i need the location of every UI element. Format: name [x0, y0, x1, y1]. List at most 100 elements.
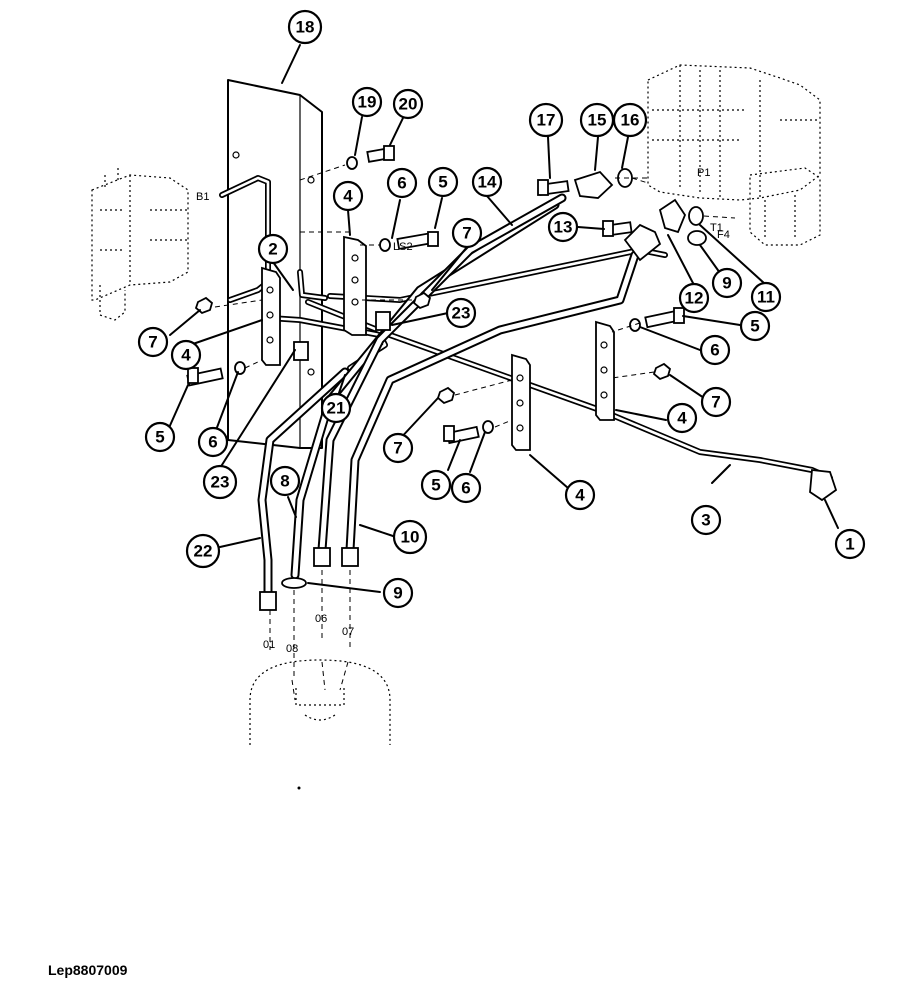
- bolt-5-upper: [396, 231, 439, 250]
- svg-text:16: 16: [621, 111, 640, 130]
- callout-5-right: 5: [739, 310, 771, 342]
- callout-6-lower: 6: [450, 472, 482, 504]
- svg-text:17: 17: [537, 111, 556, 130]
- washer-6-right: [629, 318, 641, 332]
- pipe-2: [297, 269, 328, 301]
- control-valve-block: [647, 64, 821, 246]
- bolt-13: [602, 220, 633, 237]
- hose-14: [317, 193, 567, 555]
- svg-text:23: 23: [452, 304, 471, 323]
- callout-21: 21: [320, 392, 352, 424]
- nut-7-lower: [436, 386, 456, 405]
- bottom-tank: [249, 659, 391, 745]
- svg-text:5: 5: [155, 428, 164, 447]
- port-label-b1: B1: [196, 191, 209, 203]
- bolt-5-lower: [443, 425, 480, 445]
- callout-3: 3: [690, 504, 722, 536]
- assembly-lines: [214, 164, 736, 701]
- svg-text:5: 5: [431, 476, 440, 495]
- callout-11: 11: [750, 281, 782, 313]
- callout-23-top: 23: [445, 297, 477, 329]
- svg-text:2: 2: [268, 240, 277, 259]
- svg-text:20: 20: [399, 95, 418, 114]
- callout-7-left: 7: [137, 326, 169, 358]
- washer-6-upper: [379, 238, 391, 252]
- svg-text:9: 9: [722, 274, 731, 293]
- callout-1: 1: [834, 528, 866, 560]
- o-ring-11: [688, 206, 704, 226]
- svg-text:6: 6: [397, 174, 406, 193]
- callout-9-lower: 9: [382, 577, 414, 609]
- callout-13: 13: [547, 211, 579, 243]
- leader-lines: [167, 44, 839, 593]
- svg-text:19: 19: [358, 93, 377, 112]
- bolt-5-left: [186, 367, 224, 387]
- callout-15: 15: [579, 102, 615, 138]
- svg-text:4: 4: [343, 187, 353, 206]
- callout-7-lower: 7: [382, 432, 414, 464]
- svg-text:14: 14: [478, 173, 497, 192]
- hose-fitting-10: [341, 547, 359, 567]
- callout-5-top: 5: [427, 166, 459, 198]
- hose-fitting-22: [259, 591, 277, 611]
- svg-text:6: 6: [208, 433, 217, 452]
- bracket-4-right: [595, 320, 615, 421]
- svg-text:7: 7: [462, 224, 471, 243]
- svg-text:13: 13: [554, 218, 573, 237]
- port-label-ls2: LS2: [393, 241, 413, 253]
- port-label-08: 08: [286, 643, 298, 655]
- callout-19: 19: [351, 86, 383, 118]
- pipe-b1: [219, 175, 271, 303]
- port-label-07: 07: [342, 626, 354, 638]
- svg-text:4: 4: [575, 486, 585, 505]
- callout-6-left: 6: [197, 426, 229, 458]
- washer-6-left: [234, 361, 246, 375]
- left-valve-block: [91, 168, 189, 321]
- svg-text:18: 18: [296, 18, 315, 37]
- svg-text:7: 7: [711, 393, 720, 412]
- svg-text:11: 11: [757, 288, 775, 307]
- callout-22: 22: [185, 533, 221, 569]
- callout-17: 17: [528, 102, 564, 138]
- svg-text:10: 10: [401, 528, 420, 547]
- callout-6-top: 6: [386, 167, 418, 199]
- callout-8: 8: [269, 465, 301, 497]
- clamp-23-lower: [293, 341, 309, 361]
- svg-text:21: 21: [327, 399, 346, 418]
- svg-text:7: 7: [393, 439, 402, 458]
- port-label-01: 01: [263, 639, 275, 651]
- svg-text:3: 3: [701, 511, 710, 530]
- callout-10: 10: [392, 519, 428, 555]
- callout-4-lower: 4: [564, 479, 596, 511]
- bolt-20: [366, 145, 395, 163]
- callout-4-left: 4: [170, 339, 202, 371]
- pipe-ls2: [327, 247, 668, 303]
- callout-9-top: 9: [711, 267, 743, 299]
- callout-5-lower: 5: [420, 469, 452, 501]
- callout-4-right: 4: [666, 402, 698, 434]
- port-label-f4: F4: [717, 229, 730, 241]
- svg-text:6: 6: [461, 479, 470, 498]
- callout-23-bottom: 23: [202, 464, 238, 500]
- svg-text:7: 7: [148, 333, 157, 352]
- bracket-4-lower: [511, 353, 531, 451]
- callout-6-right: 6: [699, 334, 731, 366]
- callout-5-left: 5: [144, 421, 176, 453]
- svg-text:23: 23: [211, 473, 230, 492]
- washer-19: [346, 156, 358, 170]
- callout-7-top: 7: [451, 217, 483, 249]
- svg-text:6: 6: [710, 341, 719, 360]
- clamp-23-upper: [375, 311, 391, 331]
- bracket-4-upper: [343, 235, 367, 336]
- hose-10: [345, 250, 640, 555]
- svg-text:12: 12: [685, 289, 704, 308]
- fitting-1: [809, 469, 838, 502]
- svg-text:22: 22: [194, 542, 213, 561]
- split-flange-12: [658, 198, 687, 234]
- port-label-06: 06: [315, 613, 327, 625]
- nut-7-upper: [412, 291, 432, 310]
- svg-text:5: 5: [438, 173, 447, 192]
- port-label-t1: T1: [710, 222, 723, 234]
- svg-text:4: 4: [677, 409, 687, 428]
